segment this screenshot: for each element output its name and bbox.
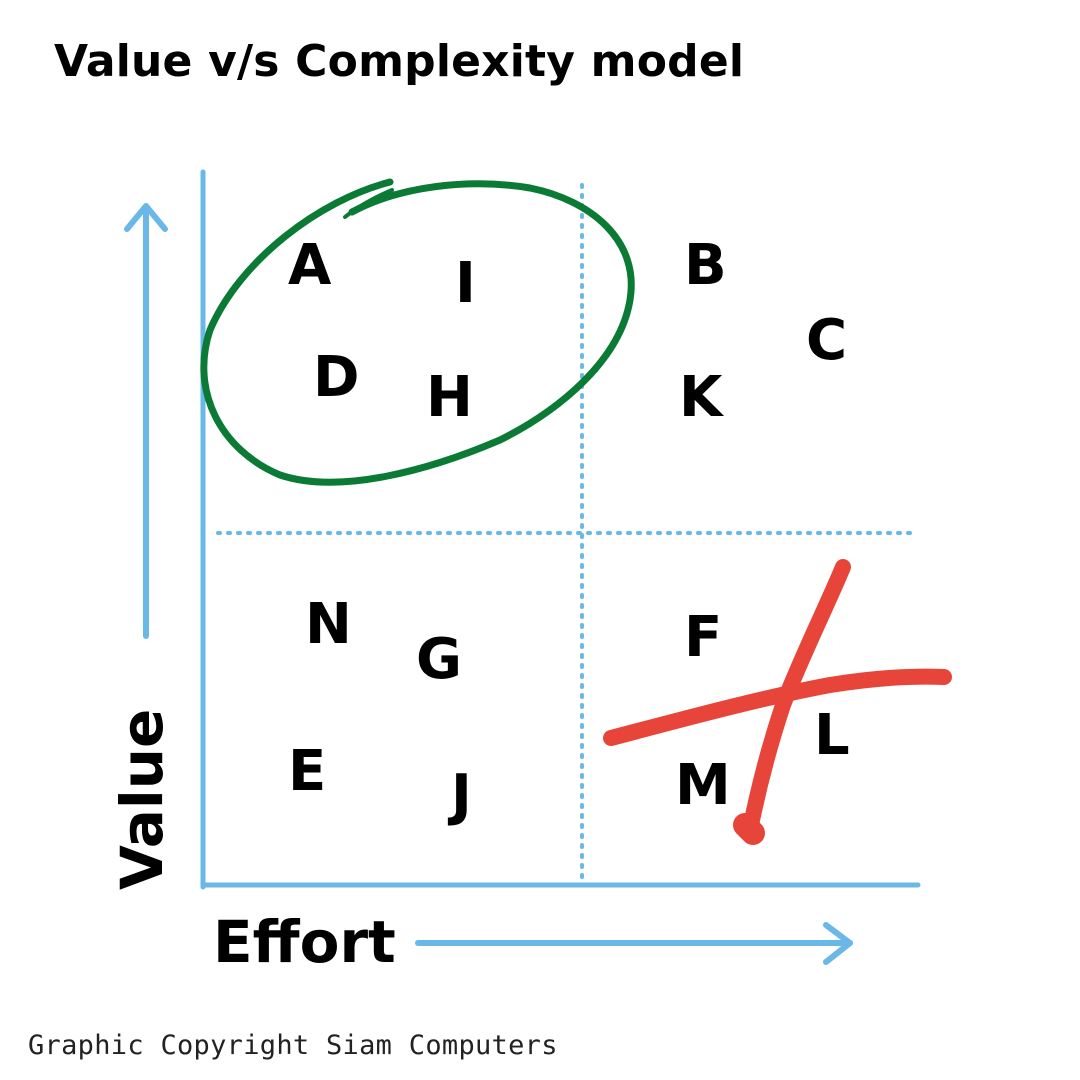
page-title: Value v/s Complexity model [54,36,745,87]
value-arrow [124,203,168,639]
reject-cross [603,559,952,845]
item-i: I [455,251,476,316]
item-d: D [313,345,359,410]
item-j: J [447,763,472,828]
item-b: B [684,233,727,298]
item-m: M [675,753,731,818]
item-n: N [305,592,352,657]
copyright-footer: Graphic Copyright Siam Computers [28,1030,558,1061]
item-a: A [288,233,332,298]
y-axis-label: Value [108,709,176,890]
highlight-circle [200,178,635,486]
item-h: H [426,365,473,430]
item-f: F [684,605,722,670]
item-g: G [416,627,462,692]
item-k: K [679,365,725,430]
item-c: C [806,308,847,373]
effort-arrow [415,922,853,965]
item-e: E [288,739,326,804]
x-axis-label: Effort [213,908,396,976]
item-l: L [814,703,850,768]
